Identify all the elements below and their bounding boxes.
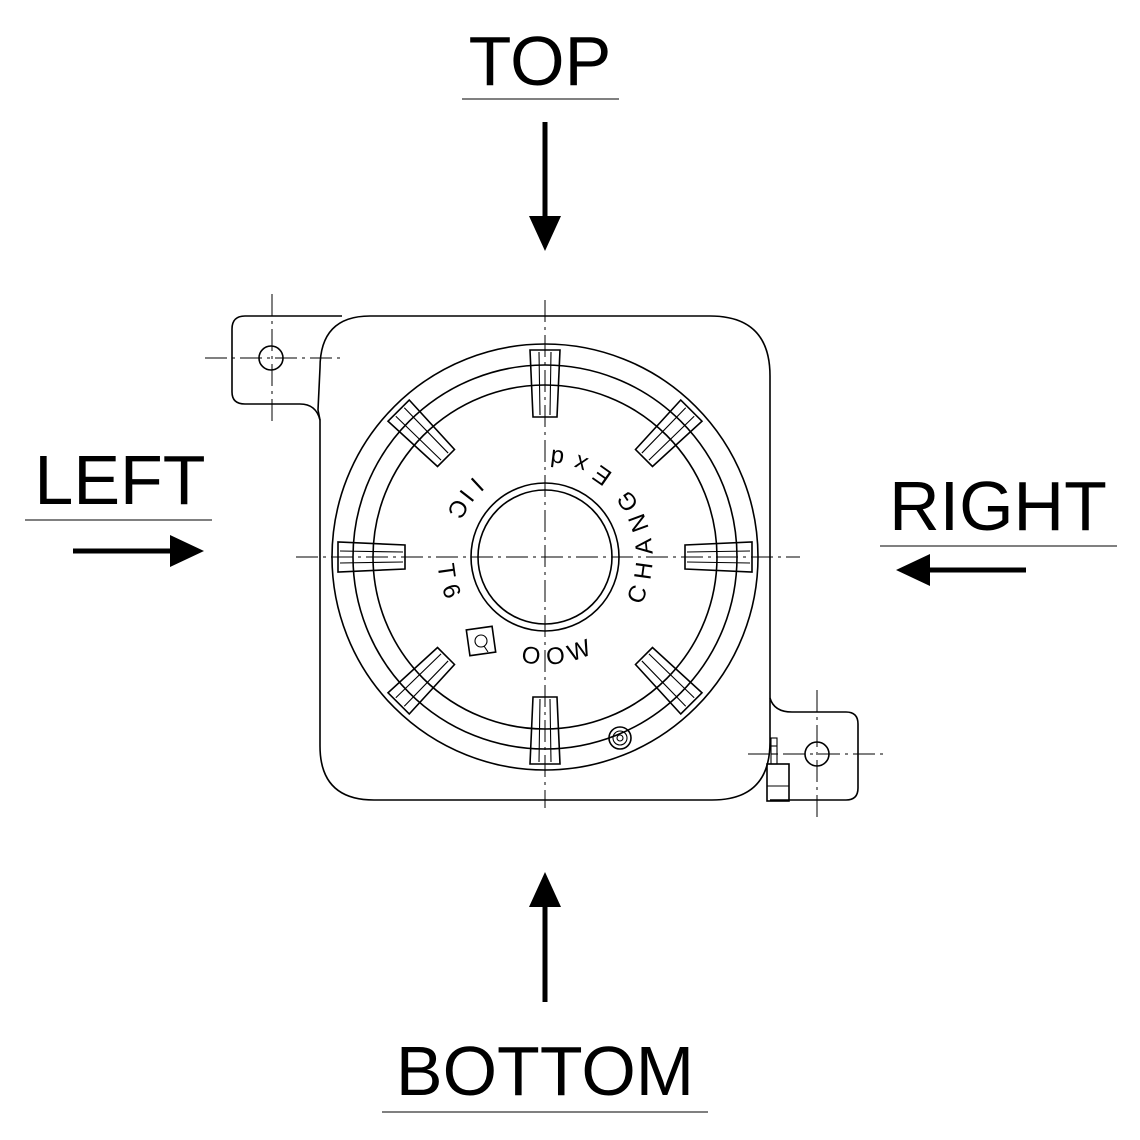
cover-ribs [337,349,753,765]
arrow-down-icon [529,122,561,251]
cover-rib [529,349,561,418]
arrow-right-icon [73,535,204,567]
label-left: LEFT [25,441,212,521]
marking-char-exd: d [549,443,566,471]
marking-char-exd: x [570,449,591,479]
cover-rib [529,696,561,765]
marking-char-maker: C [622,581,654,607]
enclosure-body [231,315,859,801]
mounting-hole-bottom-right [748,690,885,822]
arrow-up-icon [529,872,561,1002]
cover-rib [684,541,753,573]
marking-char-exd: E [588,459,617,490]
label-top-text: TOP [469,22,612,100]
ground-terminal-icon [766,737,790,802]
mounting-hole-top-left [205,294,340,424]
set-screw-icon [608,726,632,750]
label-left-text: LEFT [34,441,205,519]
label-right: RIGHT [880,467,1117,547]
marking-char-maker: H [629,560,658,581]
marking-char-maker_pfx: W [564,634,595,667]
marking-char-temp_class: 6 [436,580,466,602]
marking-char-temp_class: T [432,562,461,581]
marking-char-maker: N [623,510,654,536]
cover-rib [337,541,406,573]
marking-char-maker: G [611,486,644,517]
arrow-left-icon [896,554,1026,586]
cover-rib [634,398,704,468]
label-top: TOP [462,22,619,100]
cert-mark-icon [465,625,497,657]
cover-rib [386,646,456,716]
center-lines [296,300,800,808]
label-right-text: RIGHT [889,467,1107,545]
marking-char-maker_pfx: O [520,641,542,670]
label-bottom: BOTTOM [382,1032,708,1113]
marking-char-maker_pfx: O [545,642,566,671]
cover-rib [634,646,704,716]
marking-char-maker: A [630,537,659,556]
cover-rib [386,398,456,468]
label-bottom-text: BOTTOM [396,1032,694,1110]
